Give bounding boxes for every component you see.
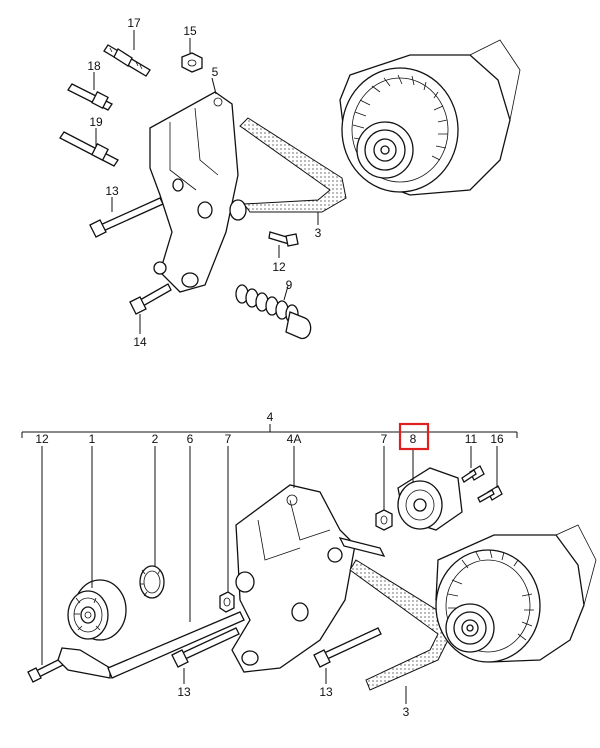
label-3-top: 3 — [315, 226, 322, 240]
label-13-bottom-right: 13 — [319, 685, 333, 699]
bracket-5 — [149, 77, 247, 293]
label-17: 17 — [127, 16, 141, 30]
bolt-11 — [461, 446, 485, 483]
label-19: 19 — [89, 115, 103, 129]
bushing-7-right — [375, 446, 393, 531]
bottom-assembly — [27, 446, 597, 704]
bolt-16 — [477, 446, 503, 503]
bolt-13-bottom-right — [313, 627, 382, 684]
label-6: 6 — [187, 432, 194, 446]
tensioner-pulley-1 — [67, 446, 127, 641]
label-7-right: 7 — [381, 432, 388, 446]
bottom-labels: 4 12 1 2 6 7 4A 7 8 11 16 13 13 3 — [35, 410, 504, 719]
label-9: 9 — [286, 278, 293, 292]
spring-9 — [235, 284, 312, 340]
bolt-13-bottom-left — [171, 627, 240, 684]
label-16: 16 — [490, 432, 504, 446]
bolt-19 — [59, 128, 119, 167]
belt-3-bottom — [349, 559, 451, 704]
label-7-left: 7 — [225, 432, 232, 446]
nut-15 — [181, 38, 203, 73]
cap-2 — [139, 446, 165, 599]
arm-6 — [57, 446, 245, 679]
label-15: 15 — [183, 24, 197, 38]
label-2: 2 — [152, 432, 159, 446]
bolt-14 — [129, 283, 172, 334]
bolt-12-top — [268, 231, 299, 258]
label-13-bottom-left: 13 — [177, 685, 191, 699]
stud-bolt-17 — [103, 30, 151, 77]
label-3-bottom: 3 — [403, 705, 410, 719]
label-4: 4 — [267, 410, 274, 424]
label-18: 18 — [87, 59, 101, 73]
bracket-4A — [231, 446, 386, 673]
bolt-12-bottom — [27, 446, 66, 683]
label-4A: 4A — [287, 432, 302, 446]
label-8: 8 — [410, 432, 417, 446]
label-11: 11 — [465, 432, 478, 446]
belt-3-top — [239, 117, 347, 225]
bushing-7-left — [219, 446, 235, 613]
label-12-top: 12 — [272, 260, 286, 274]
label-14: 14 — [133, 335, 147, 349]
pulley-8 — [397, 449, 463, 531]
highlight-box-part-8 — [398, 422, 430, 451]
top-labels: 17 15 18 5 19 13 3 12 9 14 — [87, 16, 321, 349]
label-12-bottom: 12 — [35, 432, 49, 446]
alternator-top — [339, 39, 521, 196]
label-1: 1 — [89, 432, 96, 446]
alternator-bottom — [435, 524, 597, 663]
label-5: 5 — [212, 65, 219, 79]
bolt-13-top — [89, 197, 164, 238]
top-assembly — [59, 30, 521, 340]
label-13-top: 13 — [105, 184, 119, 198]
bolt-18 — [67, 72, 113, 111]
assembly-4-leader — [21, 424, 518, 438]
